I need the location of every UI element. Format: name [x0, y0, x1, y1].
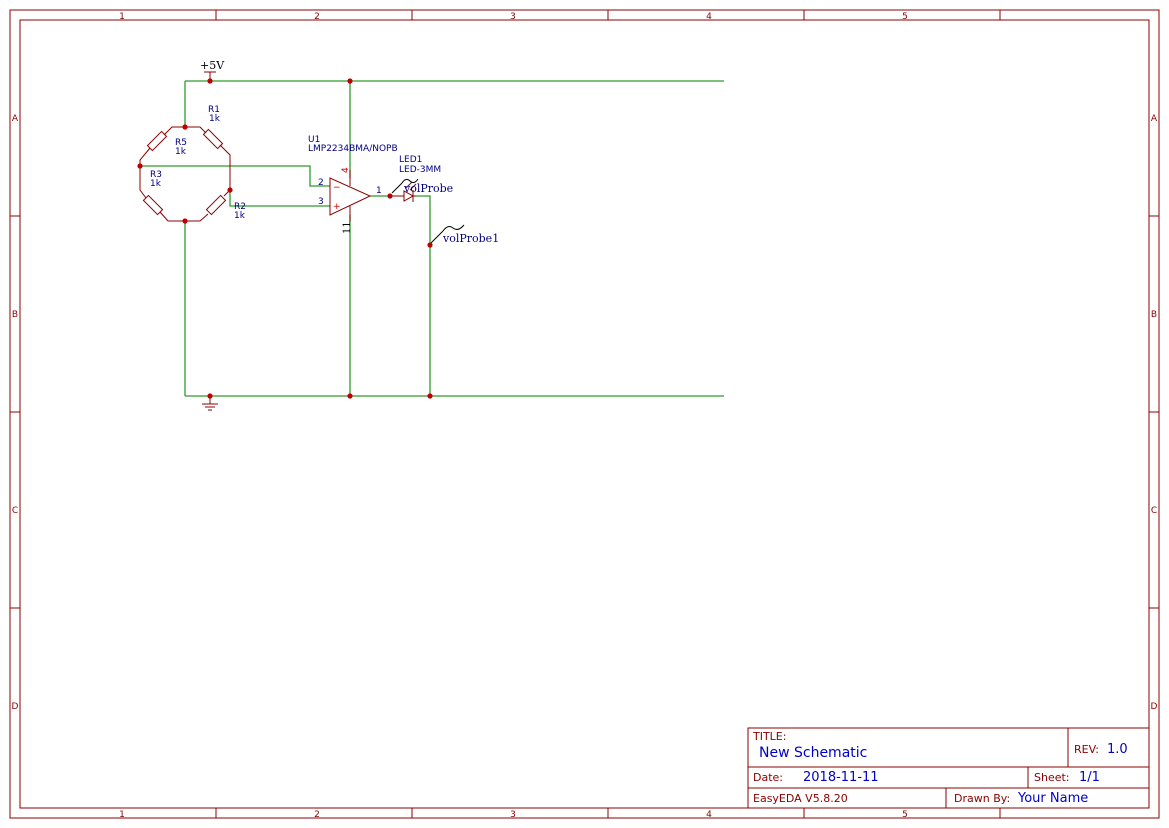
junction-dot [137, 163, 143, 169]
r2-value: 1k [234, 211, 246, 221]
u1-pin-3-label: 3 [318, 197, 324, 207]
u1-pin-2-label: 2 [318, 178, 324, 188]
date-label: Date: [753, 771, 783, 784]
resistor-r3[interactable] [142, 194, 164, 216]
zone-row-c-left: C [12, 506, 18, 516]
u1-designator: U1 [308, 135, 320, 145]
junction-dot [207, 393, 213, 399]
junction-dot [387, 193, 393, 199]
wires [140, 80, 724, 397]
r5-value: 1k [175, 147, 187, 157]
u1-part-number: LMP2234BMA/NOPB [308, 144, 398, 154]
resistor-r5[interactable] [146, 130, 168, 152]
junction-dot [227, 187, 233, 193]
r2-designator: R2 [234, 202, 246, 212]
junction-dot [182, 218, 188, 224]
power-label: +5V [200, 59, 225, 72]
u1-plus-symbol: + [333, 202, 341, 212]
junction-dot [182, 124, 188, 130]
led1-designator: LED1 [399, 155, 422, 165]
wire-noninverting-input[interactable] [229, 190, 330, 207]
r1-designator: R1 [208, 105, 220, 115]
r1-value: 1k [209, 114, 221, 124]
junctions [137, 78, 433, 399]
zone-row-b-right: B [1151, 310, 1157, 320]
zone-col-3-bottom: 3 [510, 810, 516, 820]
volprobe1-label: volProbe1 [442, 232, 499, 245]
opamp-u1[interactable] [329, 170, 372, 222]
zone-col-2-bottom: 2 [314, 810, 320, 820]
software-version: EasyEDA V5.8.20 [753, 792, 848, 805]
voltage-probe-icon[interactable] [391, 178, 419, 194]
zone-row-b-left: B [12, 310, 18, 320]
volprobe-label: volProbe [403, 182, 453, 195]
junction-dot [347, 78, 353, 84]
u1-pin-1-label: 1 [376, 186, 382, 196]
zone-col-4-top: 4 [706, 12, 712, 22]
r3-designator: R3 [150, 170, 162, 180]
title-block: TITLE: New Schematic REV: 1.0 Date: 2018… [747, 727, 1150, 809]
title-label: TITLE: [752, 730, 786, 743]
voltage-probe1-icon[interactable] [430, 224, 465, 244]
zone-col-4-bottom: 4 [706, 810, 712, 820]
zone-row-a-right: A [1151, 114, 1158, 124]
drawn-by-value: Your Name [1017, 791, 1088, 806]
sheet-frame: 1 2 3 4 5 1 2 3 4 5 A B C D A B C D [9, 9, 1160, 820]
u1-pin-4-label: 4 [341, 167, 351, 173]
zone-col-1-top: 1 [119, 12, 125, 22]
drawn-by-label: Drawn By: [954, 792, 1010, 805]
junction-dot [347, 393, 353, 399]
resistor-r2[interactable] [205, 194, 227, 216]
sheet-value: 1/1 [1079, 770, 1100, 785]
zone-col-5-bottom: 5 [902, 810, 908, 820]
junction-dot [207, 78, 213, 84]
zone-col-1-bottom: 1 [119, 810, 125, 820]
sheet-label: Sheet: [1034, 771, 1070, 784]
junction-dot [427, 242, 433, 248]
rev-value: 1.0 [1107, 742, 1128, 757]
resistor-r1[interactable] [202, 128, 224, 150]
zone-row-c-right: C [1151, 506, 1157, 516]
zone-col-3-top: 3 [510, 12, 516, 22]
junction-dot [427, 393, 433, 399]
zone-row-a-left: A [12, 114, 19, 124]
zone-col-2-top: 2 [314, 12, 320, 22]
date-value: 2018-11-11 [803, 770, 879, 785]
u1-minus-symbol: − [333, 183, 341, 193]
r3-value: 1k [150, 179, 162, 189]
schematic-title: New Schematic [759, 745, 867, 761]
zone-row-d-left: D [12, 702, 19, 712]
u1-pin-11-label: 11 [342, 221, 353, 234]
zone-row-d-right: D [1151, 702, 1158, 712]
wire-probe-return[interactable] [416, 195, 431, 396]
led1-part-number: LED-3MM [399, 165, 441, 175]
rev-label: REV: [1074, 743, 1099, 756]
wire-inverting-input[interactable] [140, 165, 330, 187]
zone-col-5-top: 5 [902, 12, 908, 22]
r5-designator: R5 [175, 138, 187, 148]
